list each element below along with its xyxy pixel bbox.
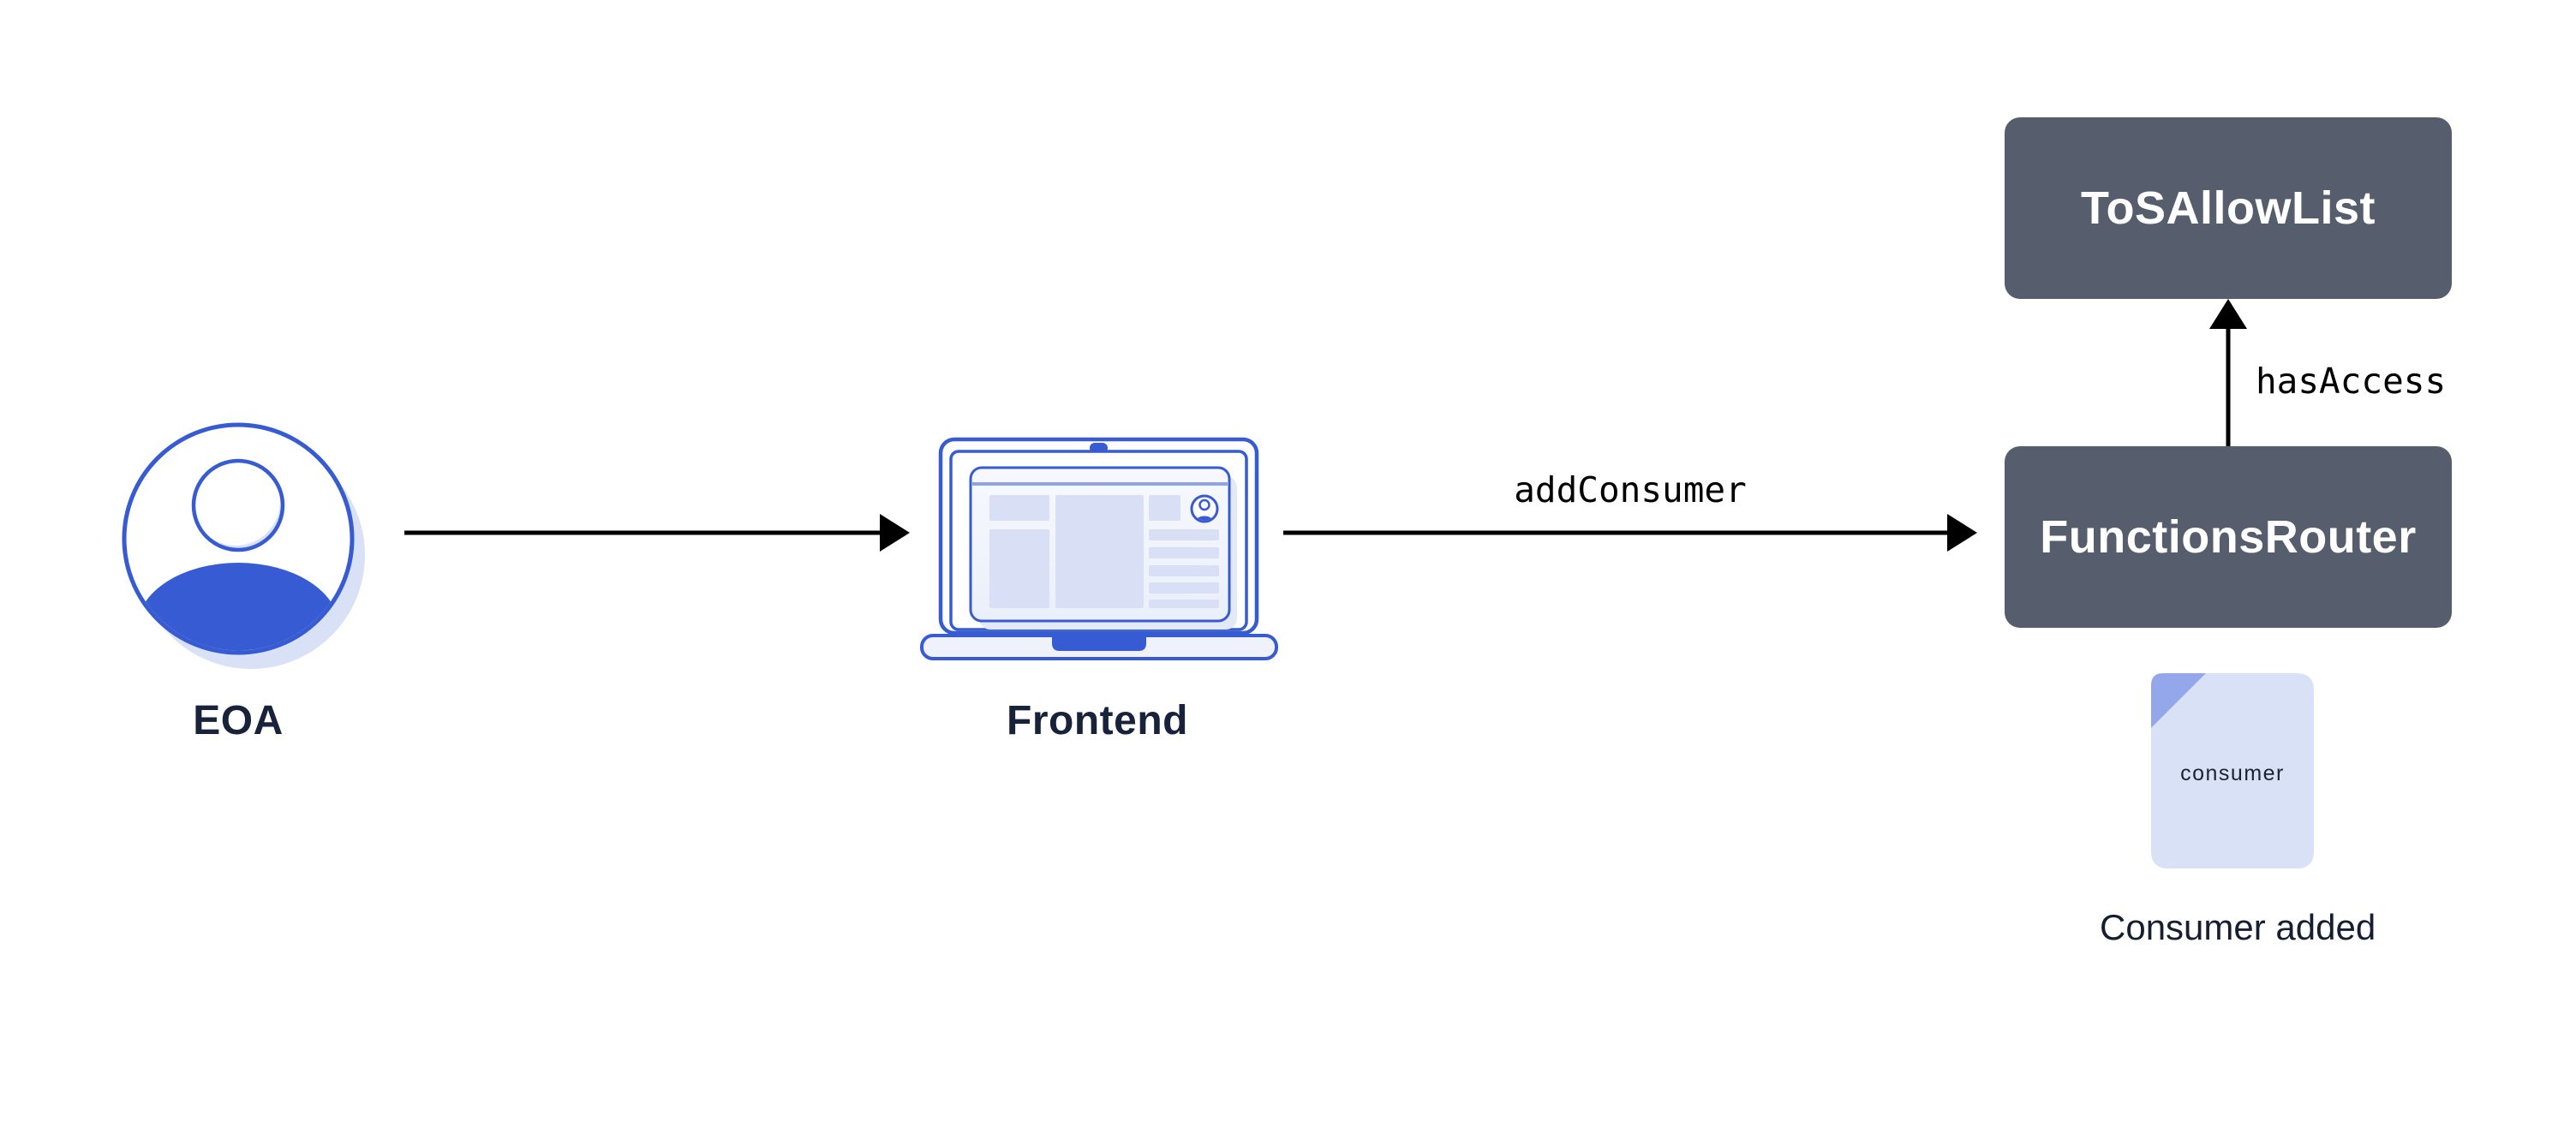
arrow-frontend-to-functionsrouter <box>1283 514 1977 552</box>
laptop-icon <box>920 437 1278 660</box>
consumer-added-caption: Consumer added <box>2100 907 2376 947</box>
arrow-eoa-to-frontend <box>404 514 910 552</box>
document-icon <box>2151 673 2314 868</box>
functionsrouter-box: FunctionsRouter <box>2005 446 2452 628</box>
arrow-functionsrouter-to-tosallowlist <box>2209 299 2247 446</box>
document-text: consumer <box>2180 761 2285 785</box>
tosallowlist-box: ToSAllowList <box>2005 117 2452 299</box>
edge-label-hasaccess: hasAccess <box>2256 361 2447 402</box>
frontend-node-label: Frontend <box>1007 698 1188 743</box>
user-avatar-icon <box>122 422 365 669</box>
tosallowlist-box-label: ToSAllowList <box>2081 182 2376 234</box>
eoa-node-label: EOA <box>193 698 284 743</box>
edge-label-addconsumer: addConsumer <box>1514 469 1747 510</box>
mini-user-icon <box>1190 494 1219 523</box>
functionsrouter-box-label: FunctionsRouter <box>2040 511 2417 563</box>
